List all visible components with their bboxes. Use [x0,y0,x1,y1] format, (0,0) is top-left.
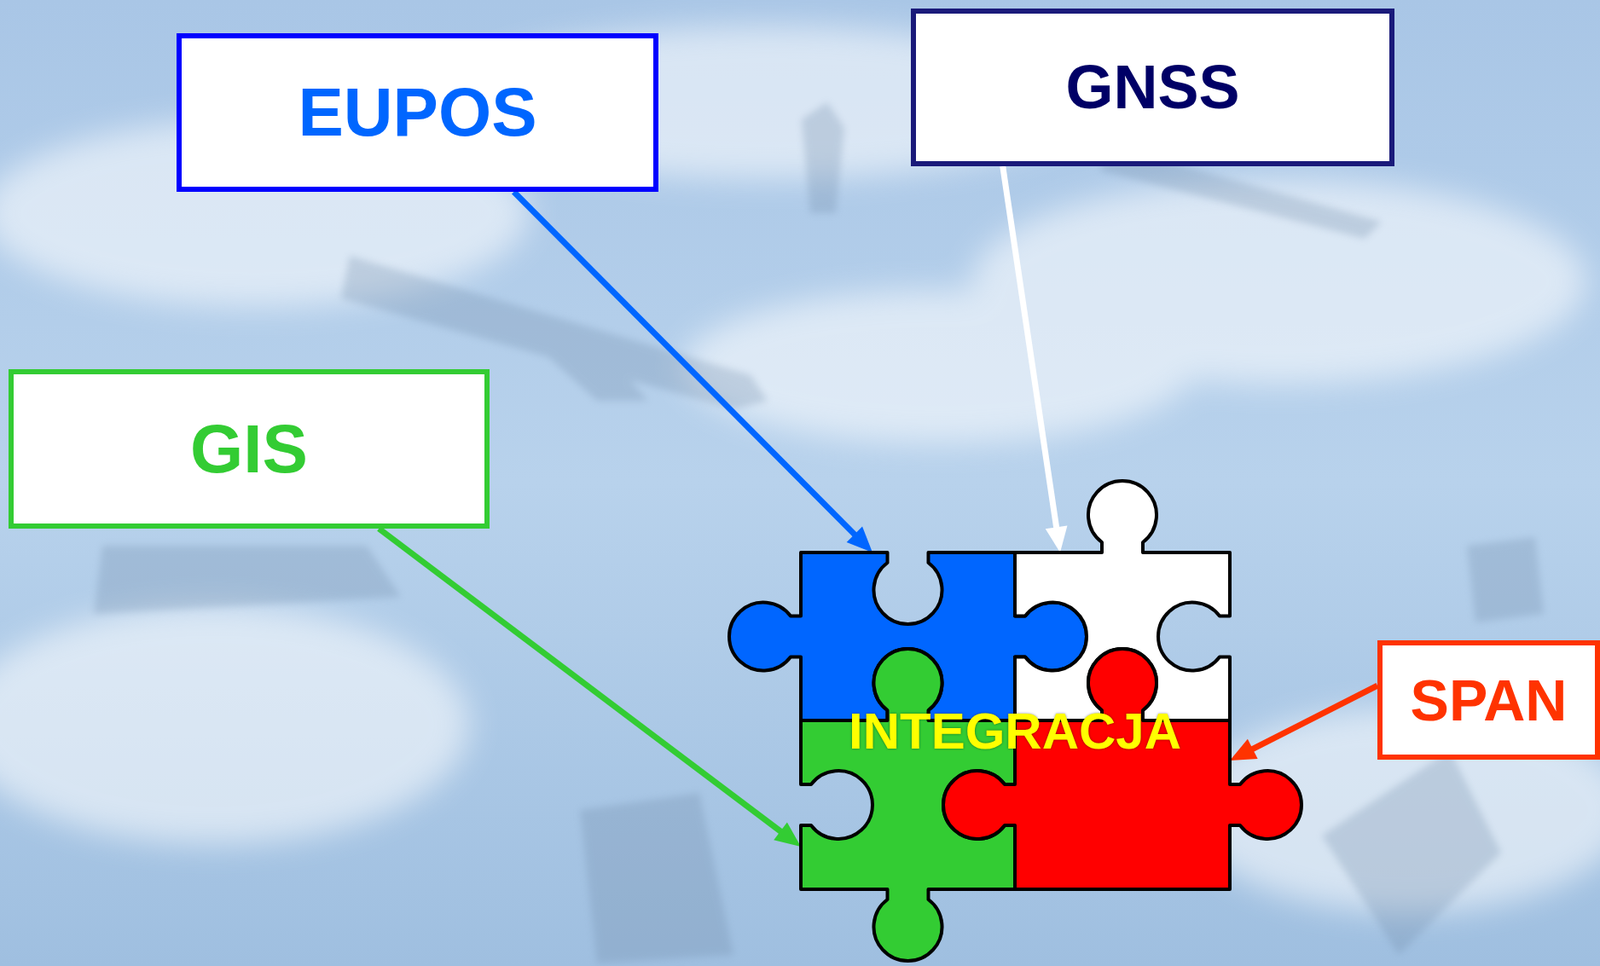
arrow-head [773,823,801,847]
gis-box: GIS [8,369,490,529]
arrow-line [1251,685,1378,750]
arrow-head [1229,739,1258,761]
arrow-line [514,191,857,536]
box-label: GNSS [1065,53,1240,122]
integration-label: INTEGRACJA [848,703,1182,760]
arrow-line [378,528,782,833]
arrow-connector [1229,685,1378,761]
integration-puzzle: INTEGRACJA [718,470,1316,966]
eupos-box: EUPOS [176,33,659,192]
arrow-connector [514,191,874,553]
arrow-line [1002,166,1057,529]
arrow-connector [378,528,801,847]
gnss-box: GNSS [910,8,1395,167]
box-label: GIS [190,411,308,487]
red-puzzle-piece [943,649,1302,890]
arrow-head [1045,525,1068,553]
arrow-head [846,527,873,553]
box-label: SPAN [1410,668,1568,733]
span-box: SPAN [1377,640,1600,760]
box-label: EUPOS [297,75,537,151]
arrow-connector [1002,166,1068,553]
